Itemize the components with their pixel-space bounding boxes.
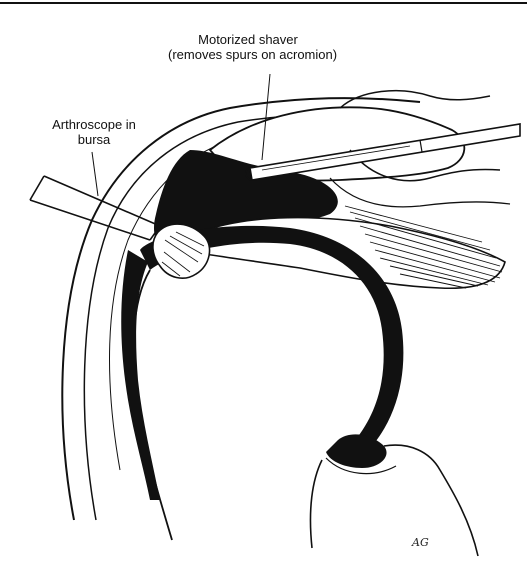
arthroscope-label: Arthroscope in bursa xyxy=(34,117,154,147)
arthroscope-label-line2: bursa xyxy=(78,132,111,147)
arthroscope-label-line1: Arthroscope in xyxy=(52,117,136,132)
humeral-head-dark-left xyxy=(121,250,160,500)
motorized-shaver-label-line1: Motorized shaver xyxy=(198,32,298,47)
glenoid-outline xyxy=(310,460,322,548)
motorized-shaver-label-line2: (removes spurs on acromion) xyxy=(168,47,328,62)
glenoid-joint-space xyxy=(326,434,387,468)
scapula-neck xyxy=(384,445,478,556)
hand-lower xyxy=(330,178,510,207)
scope-leader-line xyxy=(92,152,98,196)
arthroscope-instrument xyxy=(30,176,160,240)
artist-signature: AG xyxy=(412,536,429,549)
motorized-shaver-label: Motorized shaver (removes spurs on acrom… xyxy=(168,32,328,62)
